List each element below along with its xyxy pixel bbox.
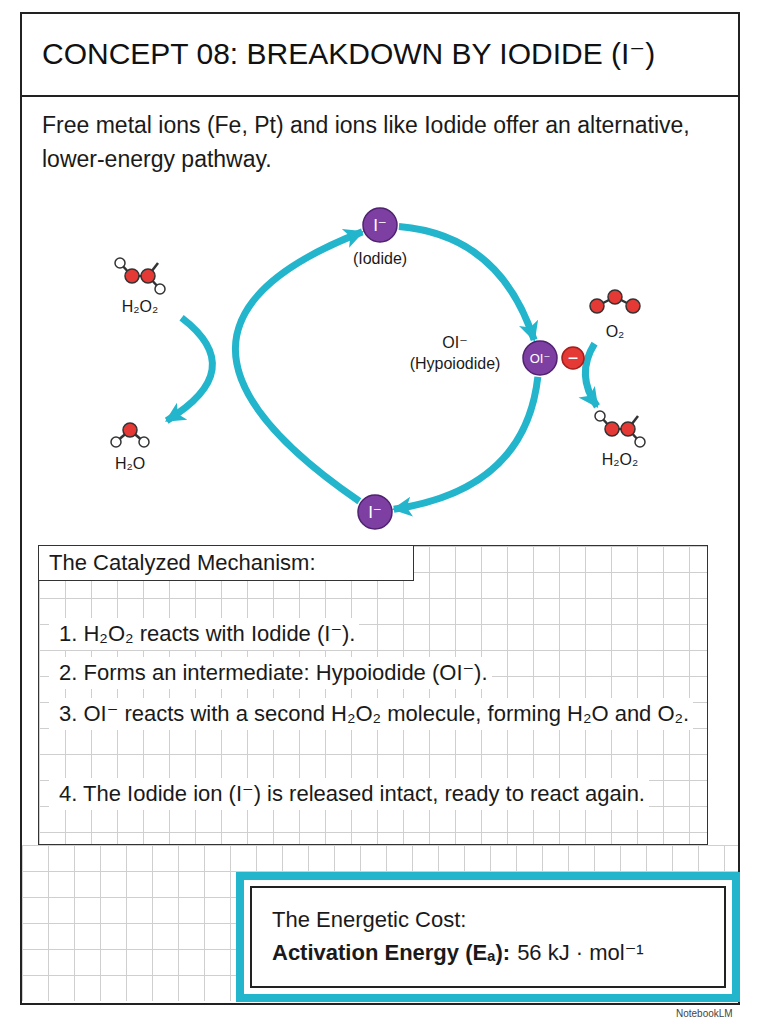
mechanism-step: 4. The Iodide ion (I⁻) is released intac…	[49, 778, 649, 810]
molecule-model	[580, 280, 650, 322]
mechanism-step: 3. OI⁻ reacts with a second H₂O₂ molecul…	[49, 698, 693, 730]
ion-circle: I⁻	[357, 494, 393, 530]
cycle-arrow	[167, 318, 213, 421]
molecule-formula: O₂	[580, 322, 650, 342]
watermark: NotebookLM	[676, 1007, 733, 1020]
energy-inner: The Energetic Cost:Activation Energy (Eₐ…	[250, 886, 726, 988]
energy-value: 56 kJ · mol⁻¹	[517, 940, 644, 965]
ion-circle: −	[561, 346, 585, 370]
page-title: CONCEPT 08: BREAKDOWN BY IODIDE (I⁻)	[42, 34, 732, 74]
energy-box: The Energetic Cost:Activation Energy (Eₐ…	[236, 872, 740, 1002]
molecule: O₂	[580, 280, 650, 342]
molecule-model	[580, 408, 660, 450]
molecule: H₂O	[95, 412, 165, 474]
molecule-formula: H₂O₂	[100, 297, 180, 317]
ion-symbol: I⁻	[357, 494, 393, 530]
mechanism-step: 1. H₂O₂ reacts with Iodide (I⁻).	[49, 618, 359, 650]
intro-text: Free metal ions (Fe, Pt) and ions like I…	[42, 108, 732, 176]
molecule-formula: H₂O	[95, 454, 165, 474]
molecule-model	[95, 412, 165, 454]
energy-value-row: Activation Energy (Eₐ): 56 kJ · mol⁻¹	[272, 936, 704, 970]
mechanism-panel: 1. H₂O₂ reacts with Iodide (I⁻). 2. Forms…	[38, 545, 708, 845]
title-rule	[20, 95, 740, 97]
ion-symbol: −	[561, 346, 585, 370]
ion-circle: OI⁻OI⁻ (Hypoiodide)	[522, 340, 558, 376]
molecule: H₂O₂	[580, 408, 660, 470]
ion-name: (Iodide)	[351, 249, 409, 269]
cycle-arrow	[399, 227, 534, 340]
energy-heading: The Energetic Cost:	[272, 904, 704, 936]
molecule-model	[100, 255, 180, 297]
ion-circle: I⁻(Iodide)	[362, 207, 398, 243]
cycle-arrow	[235, 232, 362, 501]
panel-heading: The Catalyzed Mechanism:	[49, 546, 403, 579]
ion-symbol: I⁻	[362, 207, 398, 243]
energy-term: Activation Energy (Eₐ):	[272, 940, 510, 965]
ion-symbol: OI⁻	[522, 340, 558, 376]
mechanism-step: 2. Forms an intermediate: Hypoiodide (OI…	[49, 657, 492, 689]
cycle-arrow	[585, 344, 597, 407]
molecule: H₂O₂	[100, 255, 180, 317]
ion-name: OI⁻ (Hypoiodide)	[396, 332, 514, 374]
molecule-formula: H₂O₂	[580, 450, 660, 470]
panel-header: The Catalyzed Mechanism:	[38, 545, 414, 581]
cycle-arrow	[394, 377, 538, 509]
